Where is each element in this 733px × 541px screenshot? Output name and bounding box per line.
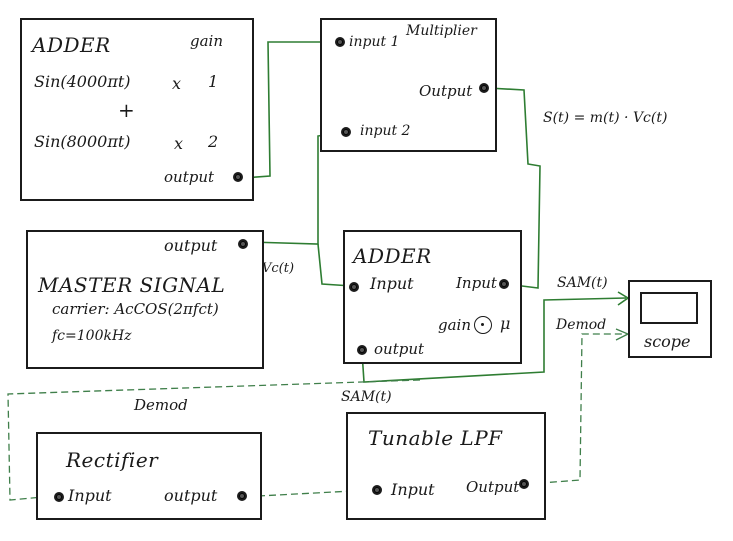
multiplier-output-label: Output xyxy=(419,82,473,100)
adder-top-output-label: output xyxy=(164,168,215,186)
adder-top-term2: Sin(8000πt) xyxy=(34,132,131,151)
master-frequency: fc=100kHz xyxy=(52,328,132,344)
lpf-output-label: Output xyxy=(466,478,520,496)
rectifier-title: Rectifier xyxy=(66,448,159,472)
lpf-title: Tunable LPF xyxy=(368,426,503,450)
lpf-output-port[interactable] xyxy=(519,479,529,489)
adder-mid-title: ADDER xyxy=(353,244,432,268)
scope-label: scope xyxy=(644,332,691,351)
wire-demod-loop xyxy=(7,379,421,501)
lpf-input-label: Input xyxy=(391,480,435,499)
wire-adder-output xyxy=(361,297,627,383)
multiplier-input2-port[interactable] xyxy=(341,127,351,137)
scope-screen-icon xyxy=(640,292,698,324)
vc-label: Vc(t) xyxy=(262,261,295,276)
modulation-equation: S(t) = m(t) · Vc(t) xyxy=(543,110,668,126)
master-carrier: carrier: AcCOS(2πfct) xyxy=(52,300,219,318)
wire-lpf-to-scope xyxy=(527,333,626,485)
multiplier-input1-label: input 1 xyxy=(349,34,400,50)
sam-label-mid: SAM(t) xyxy=(341,389,392,405)
master-output-port[interactable] xyxy=(238,239,248,249)
tunable-lpf-block[interactable] xyxy=(346,412,546,520)
adder-mid-input-left-port[interactable] xyxy=(349,282,359,292)
master-signal-block[interactable] xyxy=(26,230,264,369)
adder-block-mid[interactable] xyxy=(343,230,522,364)
rectifier-output-label: output xyxy=(164,486,218,505)
adder-mid-gain-symbol: μ xyxy=(500,314,511,333)
lpf-input-port[interactable] xyxy=(372,485,382,495)
gain-knob-icon[interactable] xyxy=(474,316,492,334)
adder-top-title: ADDER xyxy=(32,33,111,57)
multiplier-input2-label: input 2 xyxy=(360,123,411,139)
adder-mid-output-label: output xyxy=(374,340,425,358)
multiplier-input1-port[interactable] xyxy=(335,37,345,47)
adder-top-gain2: 2 xyxy=(208,132,219,151)
adder-top-times1: x xyxy=(172,74,182,93)
adder-top-gain1: 1 xyxy=(208,72,219,91)
adder-top-output-port[interactable] xyxy=(233,172,243,182)
multiplier-title: Multiplier xyxy=(406,23,477,39)
rectifier-input-label: Input xyxy=(68,486,112,505)
rectifier-output-port[interactable] xyxy=(237,491,247,501)
adder-mid-input-left-label: Input xyxy=(370,274,414,293)
multiplier-block[interactable] xyxy=(320,18,497,152)
rectifier-input-port[interactable] xyxy=(54,492,64,502)
master-title: MASTER SIGNAL xyxy=(38,273,226,297)
adder-top-gain-header: gain xyxy=(190,32,224,50)
adder-top-times2: x xyxy=(174,134,184,153)
wire-adder-to-mult-in1 xyxy=(243,41,338,179)
adder-top-plus: + xyxy=(118,98,136,122)
adder-mid-output-port[interactable] xyxy=(357,345,367,355)
master-output-label: output xyxy=(164,236,218,255)
sam-label-top: SAM(t) xyxy=(557,275,608,291)
adder-mid-input-right-port[interactable] xyxy=(499,279,509,289)
adder-mid-gain-label: gain xyxy=(438,316,472,334)
rectifier-block[interactable] xyxy=(36,432,262,520)
demod-label-right: Demod xyxy=(556,317,607,333)
adder-mid-input-right-label: Input xyxy=(456,274,497,292)
wire-master-to-adder-input xyxy=(317,243,353,287)
wire-rect-to-lpf xyxy=(257,489,373,497)
demod-label-left: Demod xyxy=(134,396,188,414)
adder-block-top[interactable] xyxy=(20,18,254,201)
adder-top-term1: Sin(4000πt) xyxy=(34,72,131,91)
wire-mult-out-to-adder-input xyxy=(487,87,541,289)
multiplier-output-port[interactable] xyxy=(479,83,489,93)
